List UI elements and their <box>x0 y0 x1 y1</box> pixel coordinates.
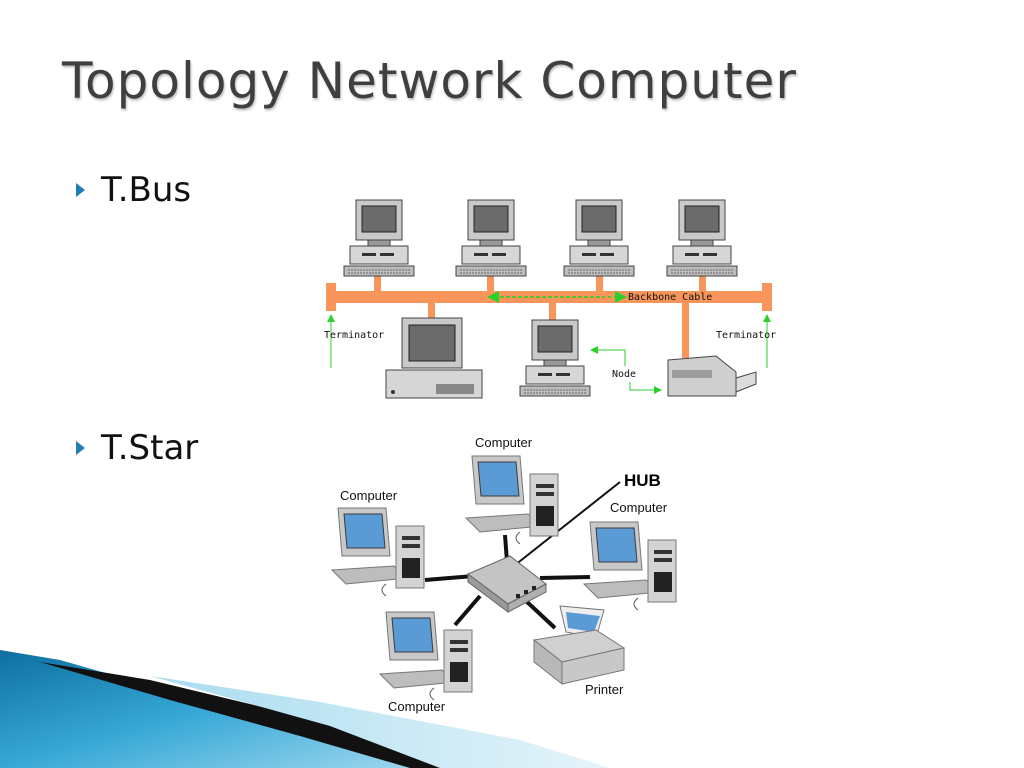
bus-computer-3 <box>563 199 635 277</box>
bus-computer-1 <box>343 199 415 277</box>
terminator-left-cap <box>326 283 336 311</box>
bullet-bus: T.Bus <box>76 170 191 210</box>
label-computer-left: Computer <box>340 488 398 503</box>
bullet-star: T.Star <box>76 428 198 468</box>
terminator-right-cap <box>762 283 772 311</box>
star-printer <box>532 605 626 686</box>
hub-label: HUB <box>624 471 661 490</box>
bus-computer-6 <box>519 319 591 397</box>
bus-printer <box>667 355 757 397</box>
bullet-arrow-icon <box>76 183 85 197</box>
bus-computer-2 <box>455 199 527 277</box>
backbone-cable-label: Backbone Cable <box>628 292 712 303</box>
bus-diagram: Backbone Cable Terminator Terminator Nod… <box>324 199 776 399</box>
star-computer-right <box>583 521 677 611</box>
label-computer-right: Computer <box>610 500 668 515</box>
star-computer-top <box>465 455 559 545</box>
bullet-star-label: T.Star <box>101 428 199 468</box>
decorative-swoosh <box>0 650 610 768</box>
star-diagram: HUB Computer Computer Computer Computer … <box>331 435 677 714</box>
terminator-right-label: Terminator <box>716 330 776 341</box>
label-printer: Printer <box>585 682 624 697</box>
star-computer-bottom <box>379 611 473 701</box>
node-label: Node <box>612 369 636 380</box>
bullet-bus-label: T.Bus <box>101 170 192 210</box>
star-computer-left <box>331 507 425 597</box>
slide-title: Topology Network Computer <box>62 52 797 110</box>
terminator-left-label: Terminator <box>324 330 384 341</box>
label-computer-bottom: Computer <box>388 699 446 714</box>
hub-device <box>467 555 547 613</box>
bus-computer-4 <box>666 199 738 277</box>
label-computer-top: Computer <box>475 435 533 450</box>
bullet-arrow-icon <box>76 441 85 455</box>
bus-computer-5 <box>385 317 483 399</box>
